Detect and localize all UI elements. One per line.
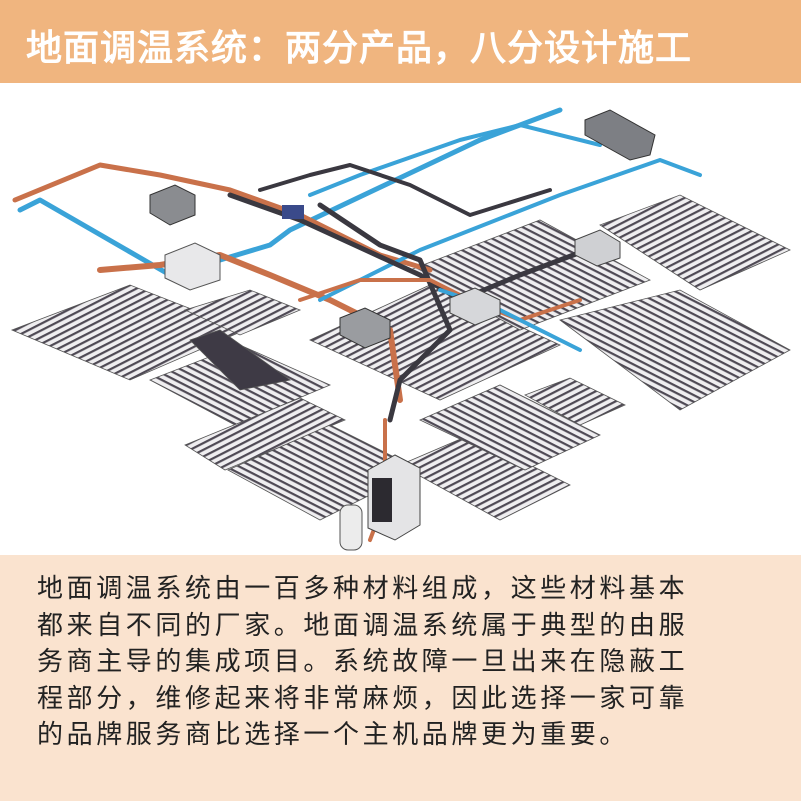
pipe-dark [317, 202, 453, 423]
fan-coil-unit [449, 287, 501, 326]
description-line: 的品牌服务商比选择一个主机品牌更为重要。 [37, 720, 630, 750]
heating-mat [399, 434, 571, 521]
floor-heating-diagram [10, 107, 791, 551]
manifold [282, 205, 304, 219]
heating-mat [183, 289, 302, 336]
description-line: 地面调温系统由一百多种材料组成，这些材料基本 [37, 574, 689, 604]
pipe-orange [298, 278, 582, 322]
heating-mat [189, 329, 291, 391]
pipe-blue [318, 158, 702, 302]
heating-mat [559, 289, 791, 411]
description-line: 务商主导的集成项目。系统故障一旦出来在隐蔽工 [37, 647, 689, 677]
description-text: 地面调温系统由一百多种材料组成，这些材料基本 都来自不同的厂家。地面调温系统属于… [37, 571, 777, 754]
pipe-dark [258, 163, 552, 217]
pipe-blue [308, 123, 602, 197]
pipe-blue [17, 107, 563, 278]
fan-coil-unit [574, 229, 621, 267]
title-banner: 地面调温系统：两分产品，八分设计施工 [0, 0, 801, 83]
heating-mat [524, 377, 626, 426]
heating-mat [184, 397, 346, 471]
heating-mat [599, 194, 791, 291]
heating-mat [419, 384, 601, 471]
fresh-air-unit [164, 242, 221, 291]
fan-coil-unit [339, 307, 391, 349]
page-title: 地面调温系统：两分产品，八分设计施工 [26, 28, 693, 69]
heat-pump-fan-grille [372, 478, 392, 522]
description-panel: 地面调温系统由一百多种材料组成，这些材料基本 都来自不同的厂家。地面调温系统属于… [0, 555, 801, 801]
water-tank [339, 504, 363, 551]
description-line: 程部分，维修起来将非常麻烦，因此选择一家可靠 [37, 683, 689, 714]
air-handler-unit [149, 184, 196, 226]
description-line: 都来自不同的厂家。地面调温系统属于典型的由服 [37, 610, 689, 641]
duct-unit [584, 109, 656, 161]
equipment [149, 109, 656, 551]
